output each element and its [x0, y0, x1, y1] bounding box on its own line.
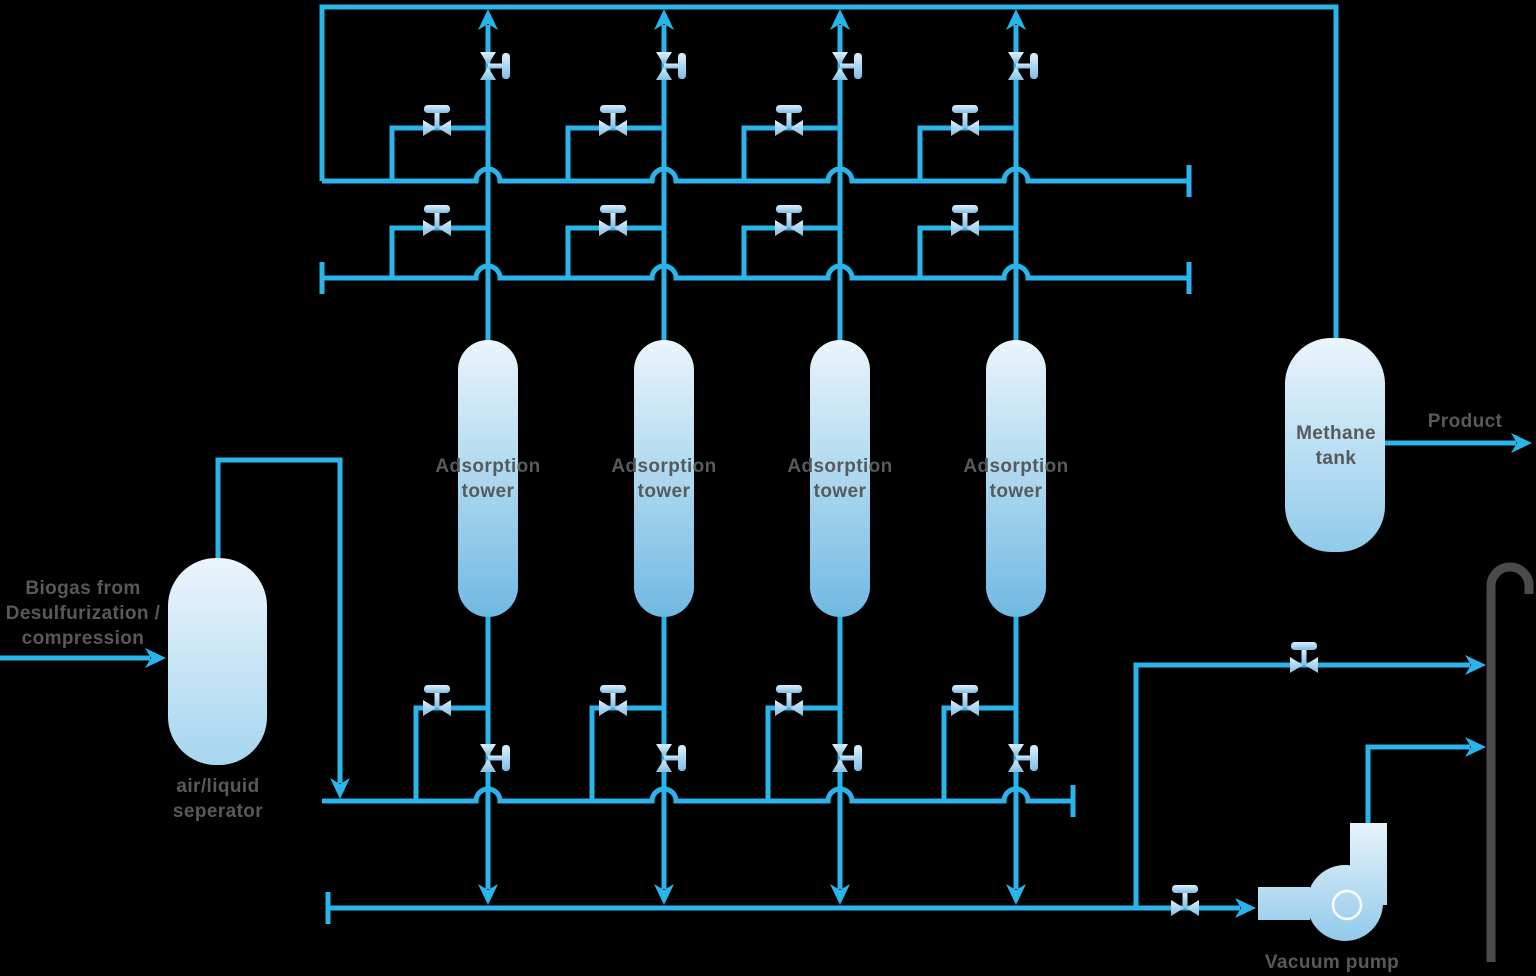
air-liquid-separator-vessel	[168, 558, 267, 765]
valve-icon	[1171, 885, 1199, 916]
separator-outlet-pipe	[215, 457, 343, 783]
valve-icon	[480, 52, 510, 80]
vent-branch-pipe	[1133, 662, 1470, 908]
valve-icon	[951, 105, 979, 136]
valve-icon	[656, 52, 686, 80]
methane-tank-vessel	[1285, 338, 1385, 552]
adsorption-tower-3-vessel	[810, 340, 870, 617]
valve-icon	[423, 105, 451, 136]
bypass-pipe	[589, 705, 664, 801]
piping	[0, 4, 1516, 924]
bypass-pipe	[389, 125, 488, 181]
upper-bus-1	[322, 166, 1189, 184]
bypass-pipe	[565, 125, 664, 181]
bypass-pipe	[565, 225, 664, 278]
vacuum-pump-body	[1258, 823, 1387, 941]
valve-icon	[775, 205, 803, 236]
adsorption-tower-4-vessel	[986, 340, 1046, 617]
valve-icon	[951, 205, 979, 236]
valve-icon	[832, 744, 862, 772]
valve-icon	[599, 105, 627, 136]
adsorption-tower-1-vessel	[458, 340, 518, 617]
valve-icon	[1008, 744, 1038, 772]
adsorption-tower-2-vessel	[634, 340, 694, 617]
valve-icon	[1290, 642, 1318, 673]
valve-icon	[423, 205, 451, 236]
bypass-pipe	[917, 125, 1016, 181]
pump-discharge-pipe	[1365, 744, 1470, 823]
bypass-pipe	[741, 225, 840, 278]
bypass-pipe	[941, 705, 1016, 801]
vent-stack	[1486, 562, 1534, 962]
valve-icon	[1008, 52, 1038, 80]
bypass-pipe	[765, 705, 840, 801]
valve-icon	[775, 685, 803, 716]
valve-icon	[599, 685, 627, 716]
upper-bus-2	[322, 263, 1189, 281]
valve-icon	[599, 205, 627, 236]
bypass-pipe	[413, 705, 488, 801]
valve-icon	[832, 52, 862, 80]
valve-icon	[423, 685, 451, 716]
valve-icon	[656, 744, 686, 772]
bypass-pipe	[917, 225, 1016, 278]
feed-bus	[322, 786, 1073, 804]
bypass-pipe	[389, 225, 488, 278]
valve-icon	[775, 105, 803, 136]
bypass-pipe	[741, 125, 840, 181]
pump-eye-icon	[1331, 889, 1363, 921]
top-header-pipe	[319, 4, 1339, 340]
valve-icon	[480, 744, 510, 772]
valve-icon	[951, 685, 979, 716]
